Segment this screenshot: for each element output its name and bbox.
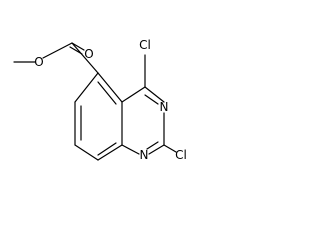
quinazoline-structure: O O Cl N N Cl: [13, 38, 187, 162]
structure-diagram: O O Cl N N Cl: [0, 0, 192, 192]
bond-n1-c8a: [121, 144, 140, 155]
nitrogen-n1-label: N: [140, 148, 149, 162]
bond-c7-c8: [74, 144, 99, 161]
chloro-c2-label: Cl: [175, 148, 187, 162]
bond-c8-c8a: [97, 144, 123, 161]
bond-carbonyl-c-c5: [71, 42, 99, 74]
chloro-c4-label: Cl: [139, 38, 151, 52]
ester-ether-oxygen-label: O: [34, 55, 43, 69]
bond-inner-c8-c8a: [97, 142, 117, 156]
bond-c2-cl: [163, 144, 177, 153]
bond-inner-c4a-c5: [97, 81, 117, 105]
ester-carbonyl-oxygen-label: O: [84, 47, 93, 61]
bond-inner-c4-n3: [144, 94, 159, 105]
bond-carbonyl-double-1: [71, 42, 85, 51]
bond-c4a-c4: [121, 86, 146, 103]
nitrogen-n3-label: N: [160, 100, 169, 114]
bond-inner-c2-n1: [146, 141, 159, 150]
bond-o-carbonyl-c: [42, 42, 73, 59]
bond-c5-c6: [74, 72, 99, 103]
bond-c4a-c5: [97, 72, 123, 103]
bond-c2-n1: [148, 144, 165, 155]
bond-c4-n3: [144, 86, 165, 103]
